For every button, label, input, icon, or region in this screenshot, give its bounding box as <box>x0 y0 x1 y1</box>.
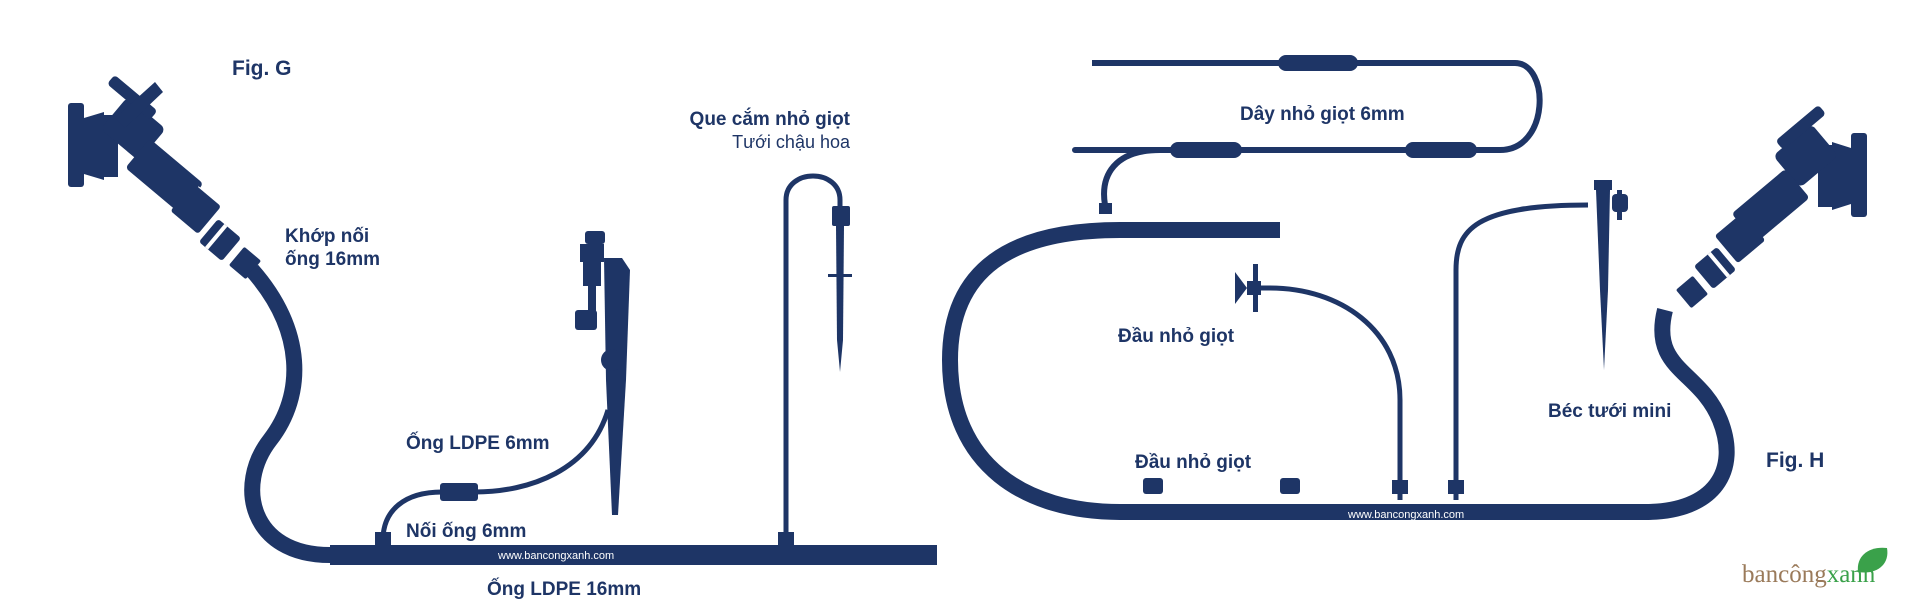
stake-dripper-icon <box>575 231 630 515</box>
dripper-on-pipe-1-icon <box>1143 478 1163 494</box>
faucet-left-icon <box>68 76 261 279</box>
label-dripper-upper: Đầu nhỏ giọt <box>1118 326 1235 347</box>
dripper-curved-icon <box>1235 264 1408 500</box>
drip-stake-icon <box>778 173 852 545</box>
dripper-on-pipe-2-icon <box>1280 478 1300 494</box>
label-dripper-lower: Đầu nhỏ giọt <box>1135 452 1252 473</box>
label-mini-sprinkler: Béc tưới mini <box>1548 401 1671 422</box>
brand-logo: bancôngxanh <box>1742 547 1888 588</box>
label-ldpe6: Ống LDPE 6mm <box>406 432 550 454</box>
label-drip-line: Dây nhỏ giọt 6mm <box>1240 104 1405 125</box>
fig-g: Fig. G <box>68 57 937 600</box>
ldpe-16mm-bar-g <box>330 545 937 565</box>
label-stake-title: Que cắm nhỏ giọt <box>690 108 851 130</box>
label-ldpe16: Ống LDPE 16mm <box>487 578 641 600</box>
faucet-right-icon <box>1676 106 1867 308</box>
label-stake-sub: Tưới chậu hoa <box>732 132 851 152</box>
ldpe-16mm-loop-h <box>942 222 1735 520</box>
label-connector-line2: ống 16mm <box>285 249 380 270</box>
ldpe-6mm-pipe-g <box>380 409 611 541</box>
pipe-joint-base <box>375 532 391 545</box>
fig-h-title: Fig. H <box>1766 449 1824 472</box>
logo-text: bancôngxanh <box>1742 561 1876 588</box>
ldpe-16mm-pipe-g <box>244 264 937 563</box>
pipe-joint-6mm-icon <box>440 483 478 501</box>
fig-g-title: Fig. G <box>232 57 292 80</box>
fig-h: Fig. H www.bancongxanh.com <box>942 55 1867 521</box>
drip-line-6mm <box>1072 60 1543 206</box>
website-text-g: www.bancongxanh.com <box>497 550 614 562</box>
leaf-icon <box>1857 547 1888 573</box>
label-connector-line1: Khớp nối <box>285 226 369 247</box>
label-joint6: Nối ống 6mm <box>406 521 526 542</box>
mini-sprinkler-icon <box>1448 180 1628 500</box>
website-text-h: www.bancongxanh.com <box>1347 509 1464 521</box>
